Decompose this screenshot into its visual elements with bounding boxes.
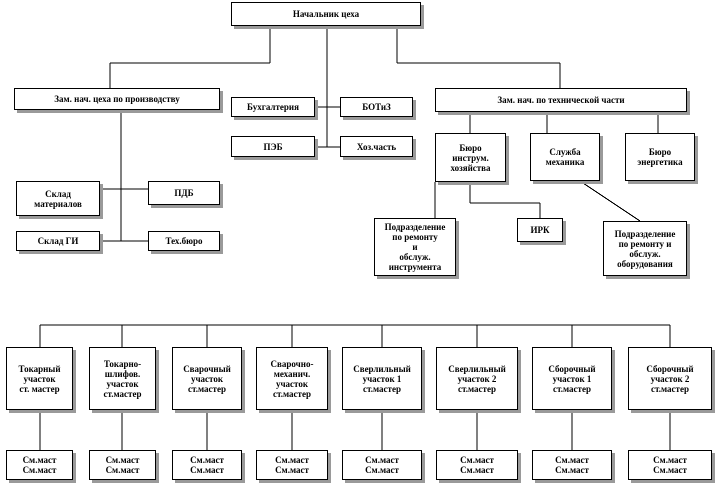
masters-box: См.маст См.маст bbox=[89, 450, 156, 480]
section-box: Токарный участок ст. мастер bbox=[6, 347, 73, 410]
masters-box: См.маст См.маст bbox=[172, 450, 242, 480]
deputy-technical-box: Зам. нач. по технической части bbox=[435, 88, 687, 112]
tech-bureau-box: Тех.бюро bbox=[148, 231, 220, 251]
section-box: Сварочный участок ст.мастер bbox=[172, 347, 242, 410]
deputy-production-box: Зам. нач. цеха по производству bbox=[14, 88, 220, 110]
equipment-repair-box: Подразделение по ремонту и обслуж. обору… bbox=[603, 221, 687, 276]
tool-repair-box: Подразделение по ремонту и обслуж. инстр… bbox=[374, 218, 456, 276]
masters-box: См.маст См.маст bbox=[256, 450, 328, 480]
section-box: Сверлильный участок 1 ст.мастер bbox=[342, 347, 422, 410]
masters-box: См.маст См.маст bbox=[6, 450, 73, 480]
mechanic-service-box: Служба механика bbox=[530, 133, 600, 181]
masters-box: См.маст См.маст bbox=[628, 450, 712, 480]
section-box: Сверлильный участок 2 ст.мастер bbox=[436, 347, 518, 410]
irk-box: ИРК bbox=[517, 218, 563, 242]
botiz-box: БОТиЗ bbox=[340, 97, 413, 117]
connector bbox=[579, 180, 641, 222]
hoz-box: Хоз.часть bbox=[340, 136, 413, 157]
pdb-box: ПДБ bbox=[148, 181, 220, 205]
tool-bureau-box: Бюро инструм. хозяйства bbox=[435, 133, 506, 182]
section-box: Сборочный участок 2 ст.мастер bbox=[628, 347, 712, 410]
materials-store-box: Склад материалов bbox=[16, 181, 100, 216]
section-box: Токарно- шлифов. участок ст.мастер bbox=[89, 347, 156, 410]
section-box: Сварочно- механич. участок ст.мастер bbox=[256, 347, 328, 410]
peb-box: ПЭБ bbox=[231, 136, 315, 157]
gi-store-box: Склад ГИ bbox=[16, 231, 100, 251]
section-box: Сборочный участок 1 ст.мастер bbox=[532, 347, 612, 410]
accounting-box: Бухгалтерия bbox=[231, 97, 315, 117]
masters-box: См.маст См.маст bbox=[532, 450, 612, 480]
energy-bureau-box: Бюро энергетика bbox=[625, 133, 695, 181]
head-of-shop-box: Начальник цеха bbox=[231, 2, 421, 26]
masters-box: См.маст См.маст bbox=[342, 450, 422, 480]
masters-box: См.маст См.маст bbox=[436, 450, 518, 480]
